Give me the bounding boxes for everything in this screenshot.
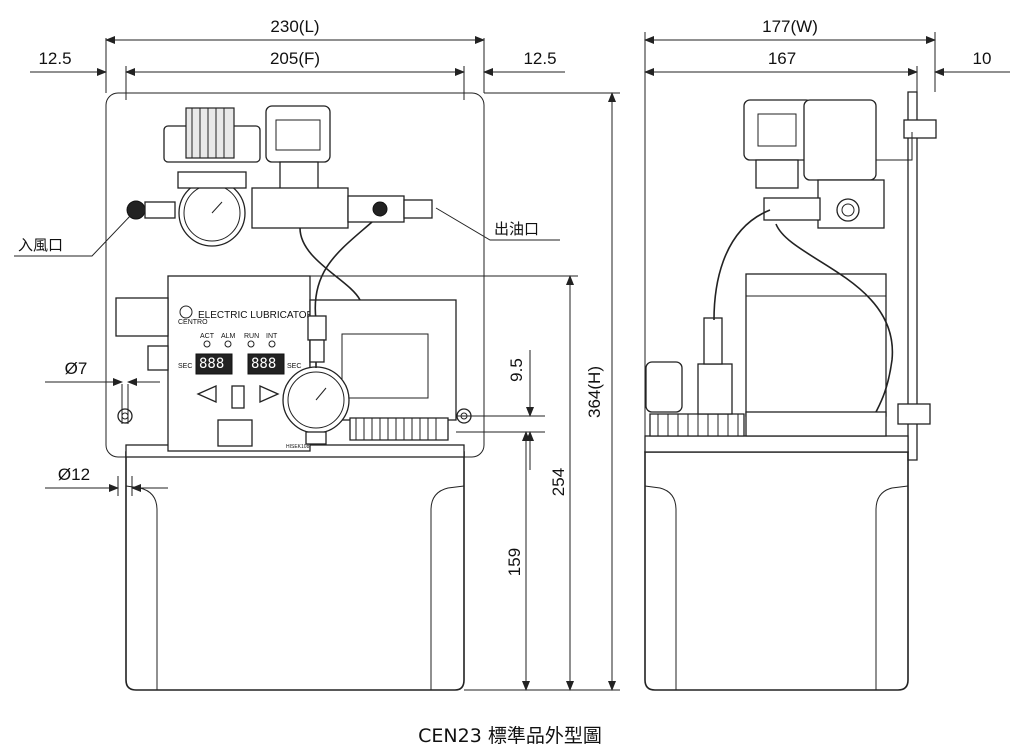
indicator-alm: ALM xyxy=(221,333,236,340)
side-tank xyxy=(644,451,909,691)
left-arrow-button-icon xyxy=(196,384,217,404)
oil-outlet-fitting-lower xyxy=(217,419,253,447)
dim-tank-body: 159 xyxy=(505,548,524,576)
side-view xyxy=(644,91,937,691)
front-tank xyxy=(125,451,465,691)
display-left xyxy=(195,353,233,375)
brand-logo-icon xyxy=(179,305,193,319)
display-right xyxy=(247,353,285,375)
model-code: HISEK108 xyxy=(286,444,310,450)
figure-caption: CEN23 標準品外型圖 xyxy=(418,725,602,747)
side-dimensions: 177(W) 167 10 xyxy=(644,17,1010,450)
svg-text:888: 888 xyxy=(251,356,276,372)
indicator-run: RUN xyxy=(244,333,259,340)
dim-offset-right: 12.5 xyxy=(523,49,556,68)
right-arrow-button-icon xyxy=(259,384,280,404)
dim-hole-small: Ø7 xyxy=(65,359,88,378)
side-bracket-plate xyxy=(907,91,918,461)
indicator-int: INT xyxy=(266,333,278,340)
dim-width: 177(W) xyxy=(762,17,818,36)
filler-cap xyxy=(349,417,449,441)
dim-footprint: 205(F) xyxy=(270,49,320,68)
panel-switch xyxy=(231,385,245,409)
indicator-labels: ACT ALM RUN INT xyxy=(200,333,278,348)
sec-label-right: SEC xyxy=(287,363,301,370)
dim-depth: 167 xyxy=(768,49,796,68)
svg-text:888: 888 xyxy=(199,356,224,372)
label-air-inlet: 入風口 xyxy=(18,237,63,254)
dim-hole-spacing: 9.5 xyxy=(507,358,526,382)
dim-offset-left: 12.5 xyxy=(38,49,71,68)
dim-length: 230(L) xyxy=(270,17,319,36)
front-dimensions: 230(L) 205(F) 12.5 12.5 364(H) 254 159 9… xyxy=(30,17,620,691)
cable-gland xyxy=(115,297,169,337)
dim-height: 364(H) xyxy=(585,366,604,418)
dim-bracket: 10 xyxy=(973,49,992,68)
front-mount-hole-left xyxy=(117,408,133,424)
callouts: 入風口 出油口 xyxy=(14,207,560,257)
front-tank-inner xyxy=(125,485,465,690)
label-oil-outlet: 出油口 xyxy=(494,221,539,238)
sec-label-left: SEC xyxy=(178,363,192,370)
indicator-act: ACT xyxy=(200,333,215,340)
dim-hole-large: Ø12 xyxy=(58,465,90,484)
oil-tube xyxy=(314,221,373,368)
brand-text: CENTRO xyxy=(178,319,208,326)
side-motor-box xyxy=(745,273,887,417)
dim-tank-height: 254 xyxy=(549,468,568,496)
valve-body xyxy=(251,187,349,229)
side-solenoid-coil xyxy=(743,99,813,161)
panel-title: ELECTRIC LUBRICATOR xyxy=(198,310,314,321)
front-view: CENTRO ELECTRIC LUBRICATOR ACT ALM RUN I… xyxy=(105,92,485,691)
